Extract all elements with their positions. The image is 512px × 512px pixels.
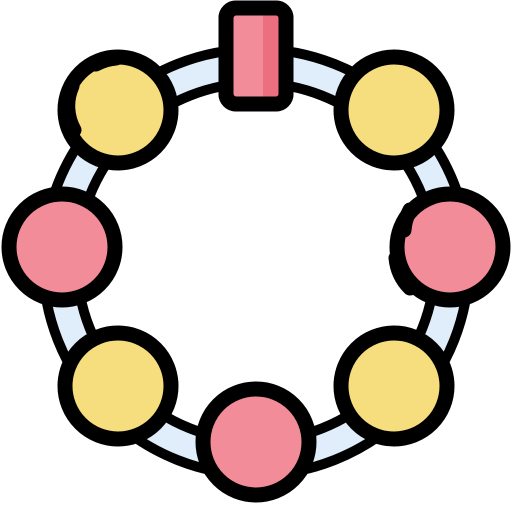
bead-yellow-top-right [333,49,455,171]
bead-pink-left [1,186,123,308]
outline-accent-strokes [60,50,418,296]
bead-pink-bottom [195,381,317,503]
bead-yellow-top-left [57,49,179,171]
bead-yellow-bottom-right [333,325,455,447]
bead-pink-right [389,186,511,308]
clasp-icon [218,0,294,112]
bead-yellow-bottom-left [57,325,179,447]
